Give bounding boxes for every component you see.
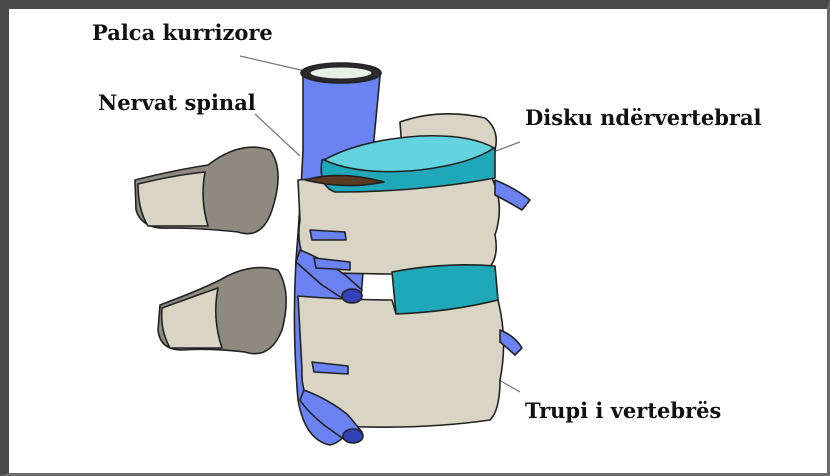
leader-disc bbox=[493, 142, 520, 152]
label-spinal-cord: Palca kurrizore bbox=[92, 20, 273, 45]
label-intervertebral-disc: Disku ndërvertebral bbox=[525, 105, 762, 130]
nerve-end-upper bbox=[342, 289, 362, 303]
label-spinal-nerves: Nervat spinal bbox=[98, 90, 256, 115]
spinal-cord-core bbox=[310, 67, 372, 79]
label-vertebral-body: Trupi i vertebrës bbox=[525, 398, 721, 423]
nerve-end-lower bbox=[343, 429, 363, 443]
nerve-root-upper-right bbox=[495, 180, 530, 210]
lower-process-highlight bbox=[162, 288, 222, 348]
